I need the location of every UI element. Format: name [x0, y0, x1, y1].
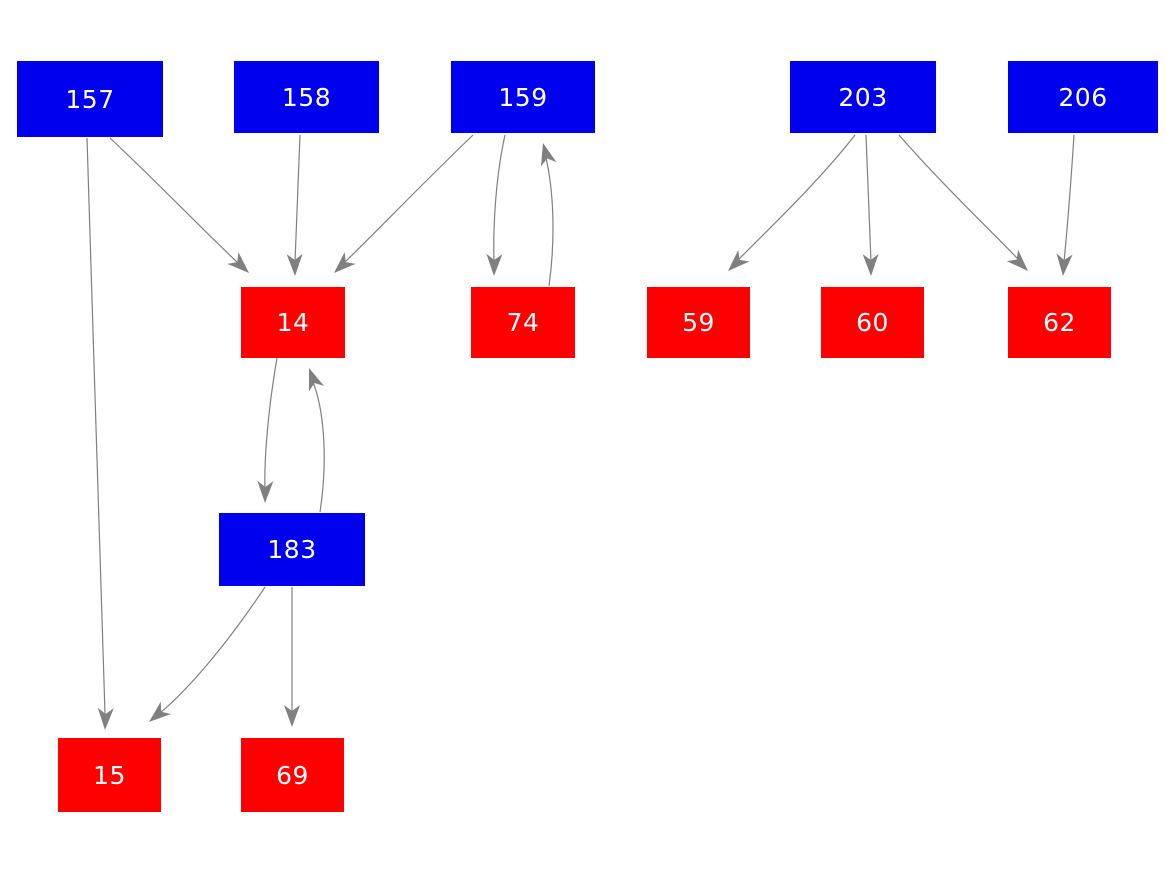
node-label-15: 15 — [93, 760, 126, 790]
arrowhead-icon — [486, 253, 503, 276]
edge-line — [865, 134, 872, 263]
arrowhead-icon — [1056, 253, 1073, 276]
node-60[interactable]: 60 — [821, 287, 924, 358]
edge-206-to-62 — [1056, 134, 1075, 276]
node-label-69: 69 — [276, 760, 309, 790]
edge-74-to-159 — [540, 143, 557, 287]
node-14[interactable]: 14 — [241, 287, 345, 358]
node-label-158: 158 — [281, 82, 332, 112]
node-label-14: 14 — [276, 308, 310, 337]
node-69[interactable]: 69 — [241, 738, 344, 812]
arrowhead-icon — [257, 480, 274, 503]
node-157[interactable]: 157 — [17, 61, 163, 137]
node-158[interactable]: 158 — [234, 61, 379, 133]
edge-203-to-60 — [862, 134, 879, 276]
node-183[interactable]: 183 — [219, 513, 365, 586]
arrowhead-icon — [1006, 249, 1028, 271]
edge-157-to-15 — [86, 137, 114, 730]
edge-203-to-59 — [728, 134, 856, 271]
arrowhead-icon — [149, 701, 171, 722]
edge-line — [1063, 134, 1075, 263]
edge-line — [312, 381, 325, 513]
arrowhead-icon — [97, 707, 114, 730]
node-203[interactable]: 203 — [790, 61, 936, 133]
node-62[interactable]: 62 — [1008, 287, 1111, 358]
edge-line — [344, 134, 474, 263]
node-label-62: 62 — [1043, 308, 1076, 337]
edge-183-to-69 — [284, 587, 300, 727]
node-59[interactable]: 59 — [647, 287, 750, 358]
node-label-157: 157 — [65, 84, 115, 114]
edge-line — [159, 586, 266, 714]
edge-line — [294, 134, 301, 263]
edge-159-to-74 — [486, 134, 506, 276]
node-label-206: 206 — [1058, 82, 1108, 112]
node-label-74: 74 — [506, 308, 540, 337]
edge-line — [545, 157, 554, 287]
arrowhead-icon — [540, 143, 557, 167]
node-label-59: 59 — [682, 308, 715, 337]
node-206[interactable]: 206 — [1008, 61, 1158, 133]
node-15[interactable]: 15 — [58, 738, 161, 812]
edge-line — [898, 134, 1019, 260]
arrowhead-icon — [309, 368, 325, 392]
node-label-60: 60 — [856, 308, 889, 337]
edge-159-to-14 — [334, 134, 474, 273]
node-label-203: 203 — [838, 82, 888, 112]
edge-line — [86, 137, 106, 715]
arrowhead-icon — [284, 705, 300, 727]
edge-183-to-15 — [149, 586, 266, 722]
edge-183-to-14 — [309, 368, 325, 513]
edge-line — [264, 357, 278, 490]
edge-line — [493, 134, 506, 263]
edge-158-to-14 — [286, 134, 303, 276]
node-159[interactable]: 159 — [451, 61, 595, 133]
arrowhead-icon — [227, 252, 249, 273]
arrowhead-icon — [334, 252, 356, 273]
edge-line — [109, 137, 238, 263]
edge-line — [737, 134, 856, 261]
edge-157-to-14 — [109, 137, 249, 273]
arrowhead-icon — [862, 253, 879, 276]
edge-203-to-62 — [898, 134, 1028, 271]
node-74[interactable]: 74 — [471, 287, 575, 358]
arrowhead-icon — [728, 249, 750, 271]
node-label-183: 183 — [267, 535, 317, 564]
arrowhead-icon — [286, 253, 303, 276]
node-label-159: 159 — [498, 82, 548, 112]
edge-14-to-183 — [257, 357, 278, 503]
